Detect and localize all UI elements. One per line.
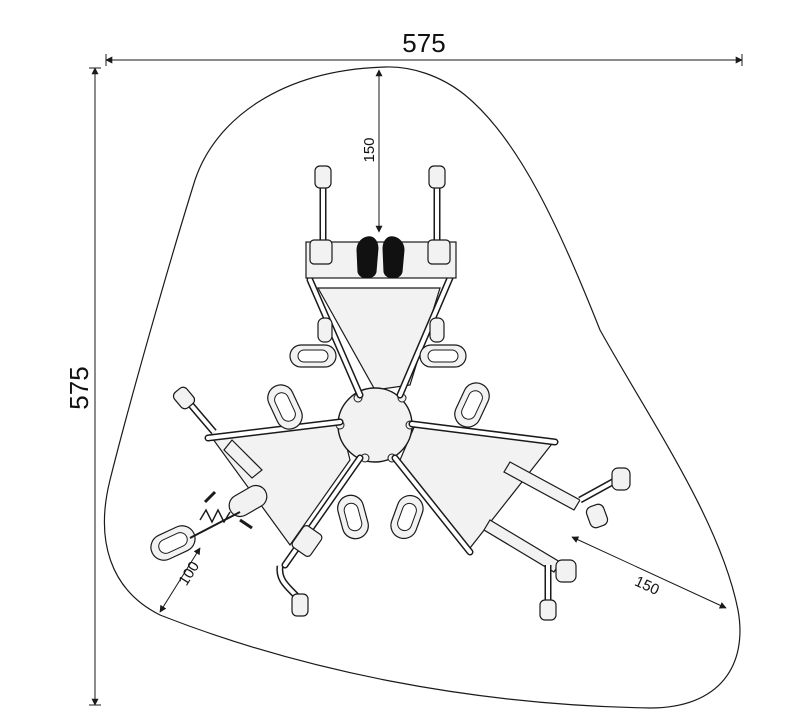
platform-left <box>208 419 351 547</box>
width-dimension: 575 <box>105 28 743 66</box>
height-label: 575 <box>64 366 94 409</box>
top-station <box>305 165 457 279</box>
stepper-pads-top <box>289 317 467 368</box>
handle-grip <box>427 239 451 265</box>
width-label: 575 <box>402 28 445 58</box>
foot-pedal-right <box>382 236 405 279</box>
stepper-pads-bottom <box>337 494 424 540</box>
right-station <box>483 461 631 621</box>
safety-zone-outline <box>103 66 741 709</box>
handle-grip <box>309 239 333 265</box>
right-arm <box>503 461 581 511</box>
top-clearance-label: 150 <box>361 137 378 162</box>
side-clearance-dimension: 150 <box>571 536 727 609</box>
lever-spring <box>199 508 231 524</box>
left-station <box>150 386 268 561</box>
corner-clearance-label: 100 <box>175 558 203 588</box>
handle-grip <box>314 165 332 189</box>
lever-arm <box>189 511 241 539</box>
bottom-left-station <box>276 525 323 617</box>
equipment <box>150 165 631 621</box>
left-bracket <box>223 439 263 479</box>
handle-grip <box>428 165 446 189</box>
right-lower-arm <box>483 519 561 573</box>
foot-pedal-left <box>356 236 379 279</box>
stepper-pads-middle <box>267 382 490 430</box>
top-clearance-dimension: 150 <box>361 69 383 233</box>
height-dimension: 575 <box>64 67 101 706</box>
